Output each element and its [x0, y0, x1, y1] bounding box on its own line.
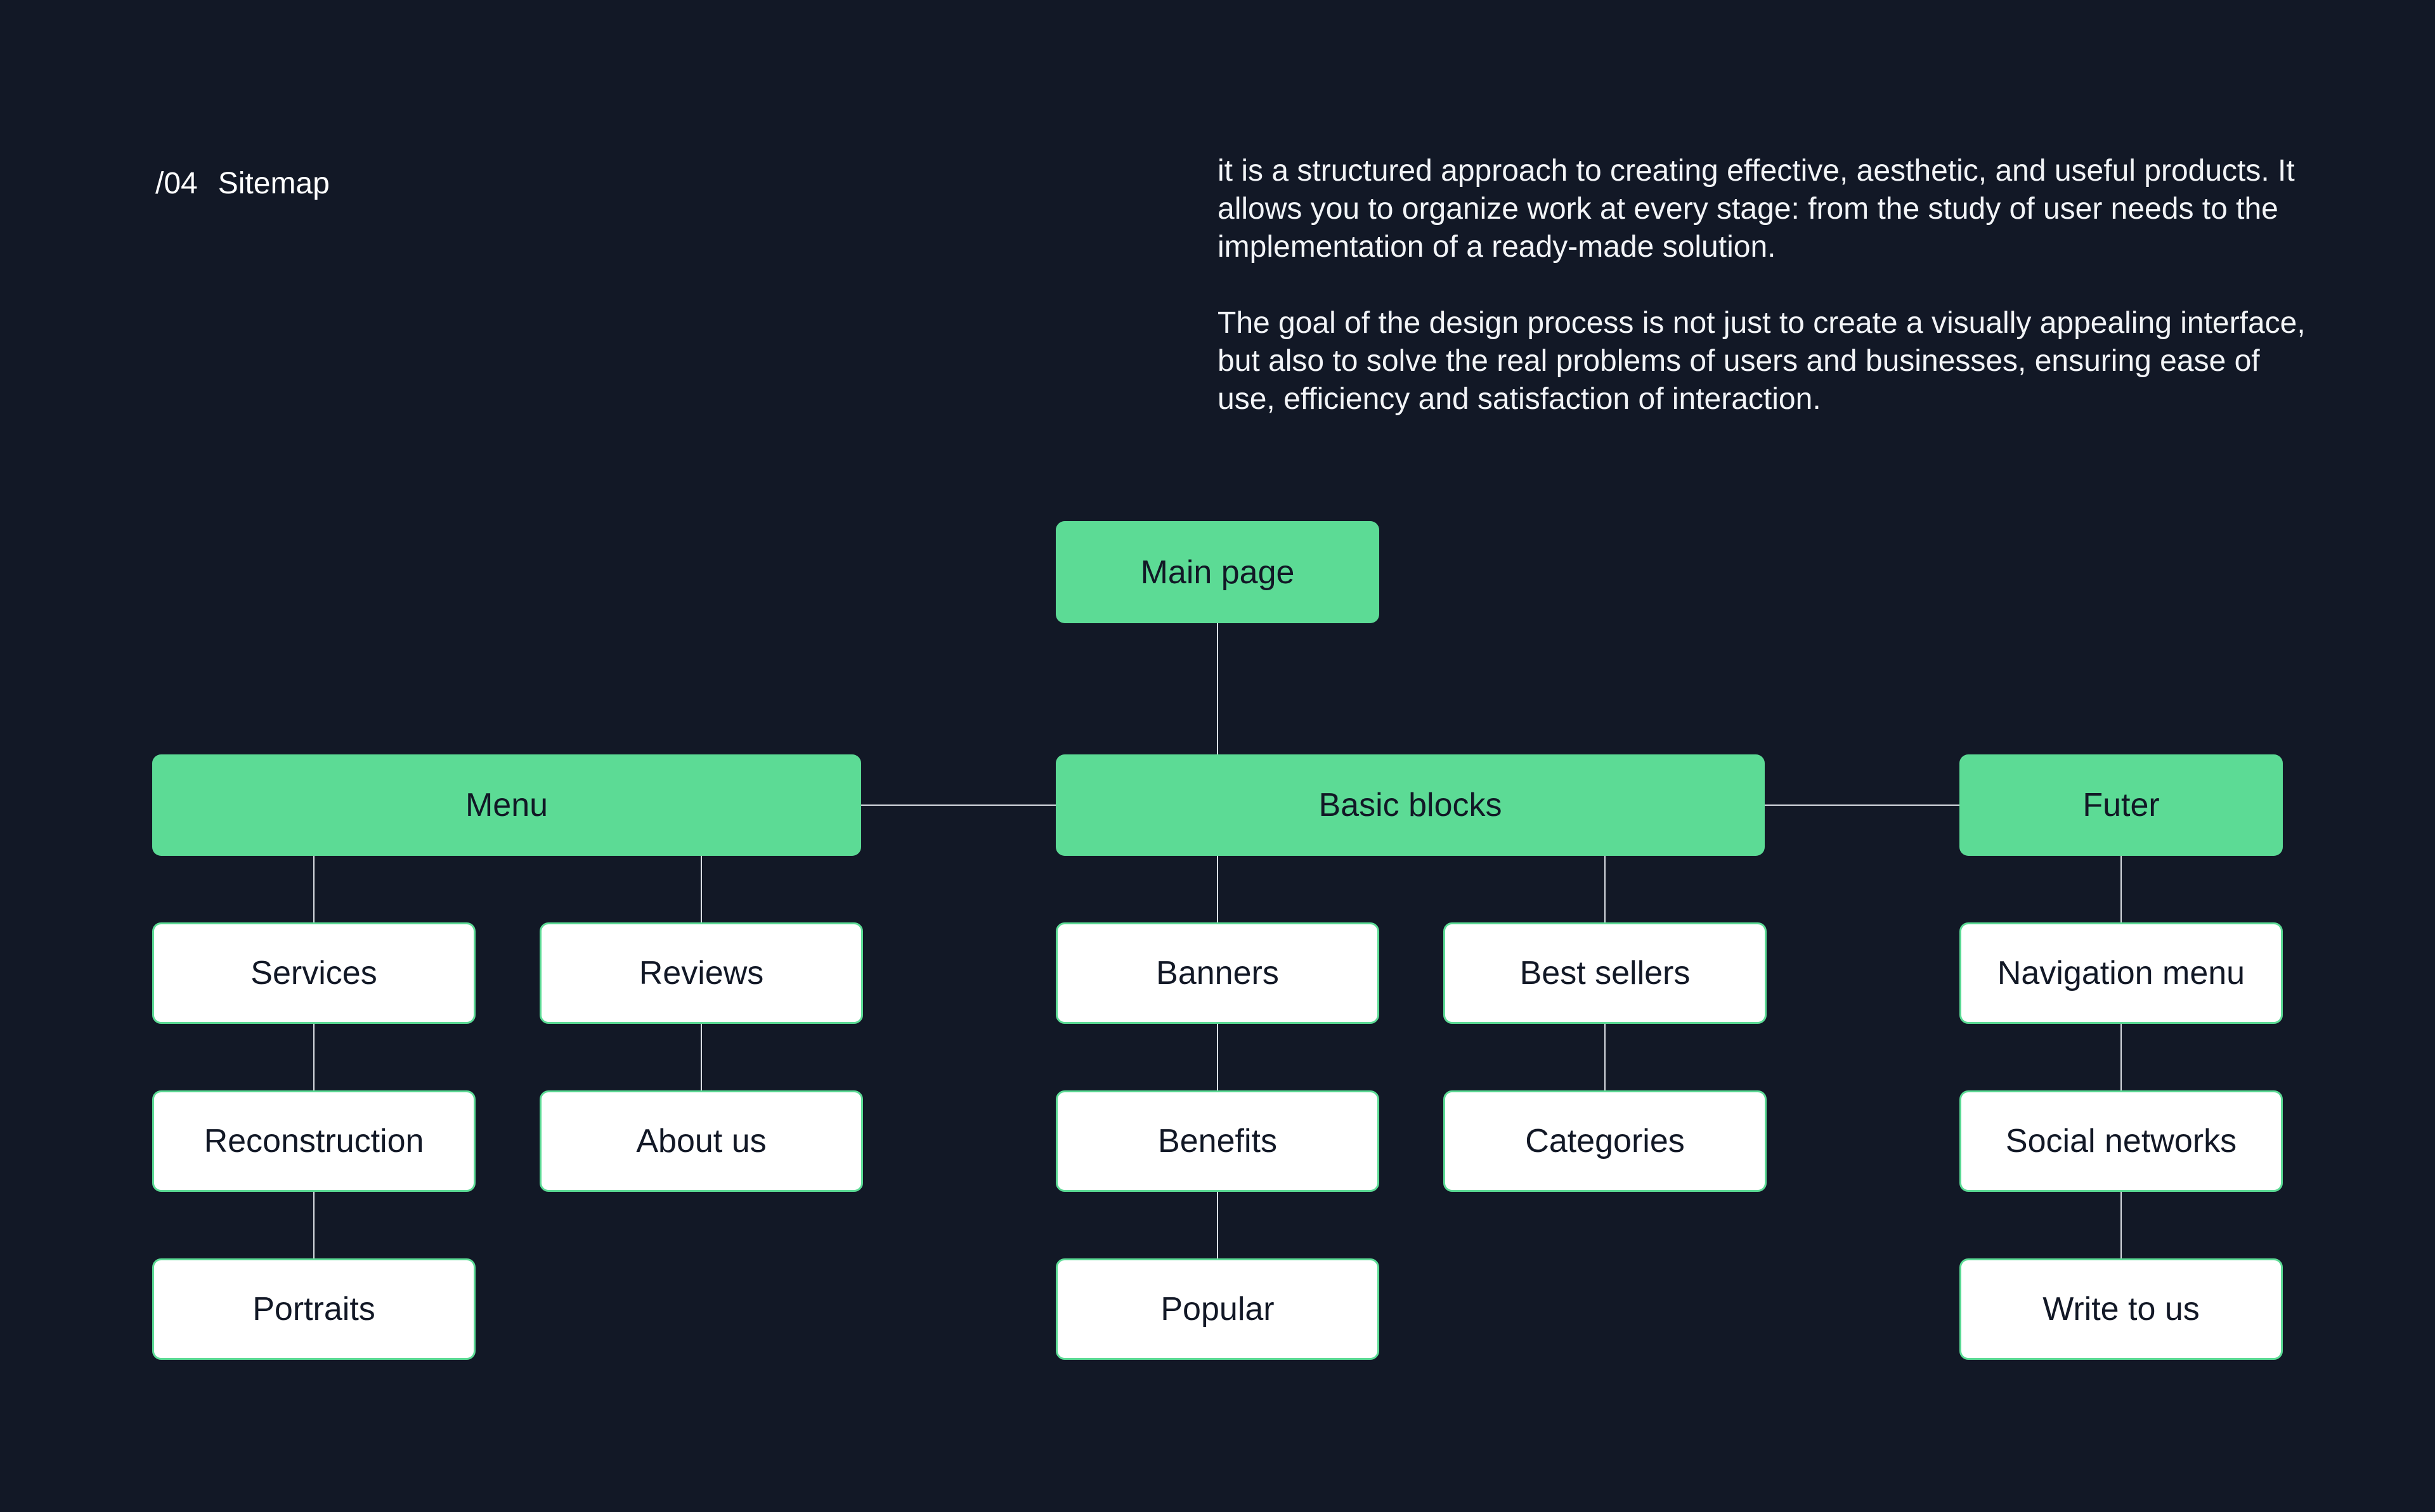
- section-title: Sitemap: [218, 167, 330, 200]
- node-portraits: Portraits: [152, 1258, 476, 1360]
- intro-text: it is a structured approach to creating …: [1218, 152, 2308, 456]
- node-social-networks: Social networks: [1959, 1090, 2283, 1192]
- node-popular: Popular: [1056, 1258, 1379, 1360]
- node-categories: Categories: [1443, 1090, 1767, 1192]
- node-menu: Menu: [152, 754, 861, 856]
- node-basic-blocks: Basic blocks: [1056, 754, 1765, 856]
- node-banners: Banners: [1056, 922, 1379, 1024]
- node-navigation-menu: Navigation menu: [1959, 922, 2283, 1024]
- node-about-us: About us: [540, 1090, 863, 1192]
- node-benefits: Benefits: [1056, 1090, 1379, 1192]
- node-best-sellers: Best sellers: [1443, 922, 1767, 1024]
- node-futer: Futer: [1959, 754, 2283, 856]
- node-write-to-us: Write to us: [1959, 1258, 2283, 1360]
- node-services: Services: [152, 922, 476, 1024]
- node-reconstruction: Reconstruction: [152, 1090, 476, 1192]
- node-main-page: Main page: [1056, 521, 1379, 623]
- section-number: /04: [155, 167, 198, 200]
- section-label: /04 Sitemap: [155, 164, 330, 204]
- node-reviews: Reviews: [540, 922, 863, 1024]
- intro-paragraph-2: The goal of the design process is not ju…: [1218, 306, 2306, 416]
- intro-paragraph-1: it is a structured approach to creating …: [1218, 154, 2295, 264]
